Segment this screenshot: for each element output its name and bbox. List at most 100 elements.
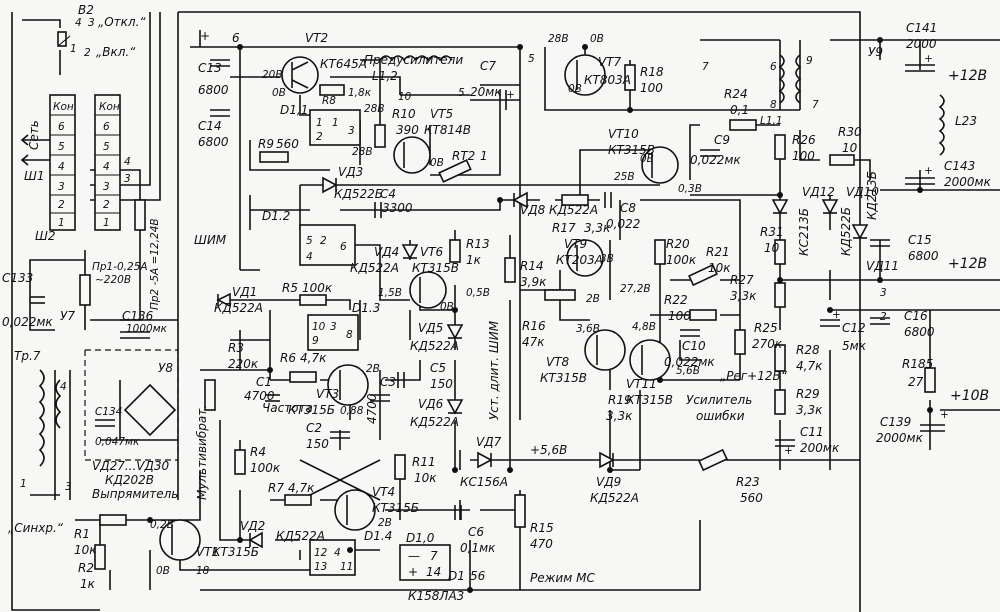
vt4-transistor	[334, 489, 376, 531]
pin-s1: 1	[58, 217, 65, 229]
label-vd2: VД2	[240, 519, 265, 533]
label-pwm-adj: Уст. длит. ШИМ	[487, 320, 501, 420]
label-plus-a: +	[200, 29, 210, 43]
label-sw-1: 1	[70, 43, 77, 55]
label-kon-a: Кон.	[53, 101, 77, 113]
label-vt3: VT3	[316, 387, 339, 401]
label-c8-value: 0,022	[606, 217, 640, 231]
pin-d11-3: 3	[348, 125, 355, 137]
label-vd1: VД1	[232, 285, 257, 299]
label-c5-value: 150	[430, 377, 453, 391]
label-vt5: VT5	[430, 107, 453, 121]
label-reg: „Рег+12В“	[720, 369, 788, 383]
label-r1: R1	[74, 527, 90, 541]
label-kt315-3: КТ315Б	[288, 403, 335, 417]
label-kt803: КТ803А	[584, 73, 631, 87]
label-plus-c12: +	[832, 309, 841, 321]
ic-d10-power	[399, 544, 451, 581]
label-t8: 8	[770, 99, 777, 111]
label-vd10: VД10	[846, 185, 879, 199]
label-kd522a5: КД522А	[410, 339, 459, 353]
label-vt10: VT10	[608, 127, 639, 141]
label-vt8: VT8	[546, 355, 570, 369]
label-c6: C6	[468, 525, 484, 539]
label-c11: C11	[800, 425, 824, 439]
label-c7-value: 20мк	[470, 85, 502, 99]
label-c12: C12	[842, 321, 866, 335]
pin-p4: 4	[124, 156, 131, 168]
label-vt9: VT9	[564, 237, 587, 251]
label-node10: 10	[398, 91, 412, 103]
vt10-transistor	[641, 146, 679, 184]
label-r17-value: 3,3к	[584, 221, 611, 235]
label-r20-value: 100к	[666, 253, 697, 267]
label-v28-f: 2В	[586, 293, 600, 305]
label-r18: R18	[640, 65, 664, 79]
label-c14: C14	[198, 119, 222, 133]
label-plus12-top: +12В	[948, 68, 987, 84]
label-r15-value: 470	[530, 537, 553, 551]
label-ms-mode: Режим МС	[530, 571, 595, 585]
label-c5: C5	[430, 361, 446, 375]
label-kt814: КТ814В	[424, 123, 471, 137]
label-node6: 6	[232, 31, 240, 45]
vt6-transistor	[409, 271, 447, 309]
label-kt645: КТ645А	[320, 57, 367, 71]
label-r3: R3	[228, 341, 244, 355]
label-r27: R27	[730, 273, 754, 287]
label-r10-value: 390	[396, 123, 419, 137]
label-r29: R29	[796, 387, 820, 401]
label-v20b: 20В	[262, 69, 283, 81]
label-r5: R5	[282, 281, 298, 295]
label-c13-value: 6800	[198, 83, 229, 97]
label-v15: 1,5В	[378, 287, 402, 299]
label-c12-value: 5мк	[842, 339, 867, 353]
label-node5: 5	[528, 53, 535, 65]
label-kd202: КД202В	[105, 473, 154, 487]
label-c134: C134	[95, 406, 122, 418]
label-plus-c7: +	[506, 89, 515, 101]
label-v08-c: 0В	[640, 153, 654, 165]
label-r31: R31	[760, 225, 784, 239]
vt3-transistor	[327, 364, 369, 406]
label-v1v: 18	[196, 565, 210, 577]
label-r14: R14	[520, 259, 544, 273]
label-kt315-8: КТ315В	[540, 371, 587, 385]
label-r24: R24	[724, 87, 748, 101]
pin-s2b: 2	[103, 199, 110, 211]
label-sw-3: 3	[88, 17, 95, 29]
pin-d13-amp: 3	[330, 321, 337, 333]
label-vd27-30: VД27...VД30	[92, 459, 170, 473]
label-c16: C16	[904, 309, 928, 323]
label-r31-value: 10	[764, 241, 780, 255]
pin-d13-9: 9	[312, 335, 319, 347]
vt8-transistor	[584, 329, 626, 371]
label-node2: 2	[880, 311, 887, 323]
label-plus-c143: +	[924, 165, 933, 177]
label-vd11: VД11	[866, 259, 899, 273]
label-r8: R8	[322, 95, 336, 107]
label-r28-value: 4,7к	[796, 359, 823, 373]
label-c7: C7	[480, 59, 496, 73]
coil-l23	[938, 94, 945, 156]
pin-d14-13: 13	[314, 561, 327, 573]
pin-d13-10: 10	[312, 321, 326, 333]
label-vt7: VT7	[598, 55, 622, 69]
label-r30: R30	[838, 125, 862, 139]
label-pr2: Пр2 -5А =12,24В	[149, 218, 161, 310]
label-c9-value: 0,022мк	[690, 153, 741, 167]
transformer-primary	[38, 369, 45, 467]
label-r25: R25	[754, 321, 778, 335]
vt5-transistor	[393, 136, 431, 174]
label-r22-value: 100	[668, 309, 691, 323]
label-vd6: VД6	[418, 397, 444, 411]
pin-s2: 2	[58, 199, 65, 211]
label-c143-value: 2000мк	[944, 175, 992, 189]
pin-s4: 4	[58, 161, 65, 173]
label-c133-value: 0,022мк	[2, 315, 53, 329]
label-v088: 0,88	[340, 405, 364, 417]
label-c15-value: 6800	[908, 249, 939, 263]
label-b2-off: „Откл.“	[98, 15, 146, 29]
label-c139: C139	[880, 415, 911, 429]
